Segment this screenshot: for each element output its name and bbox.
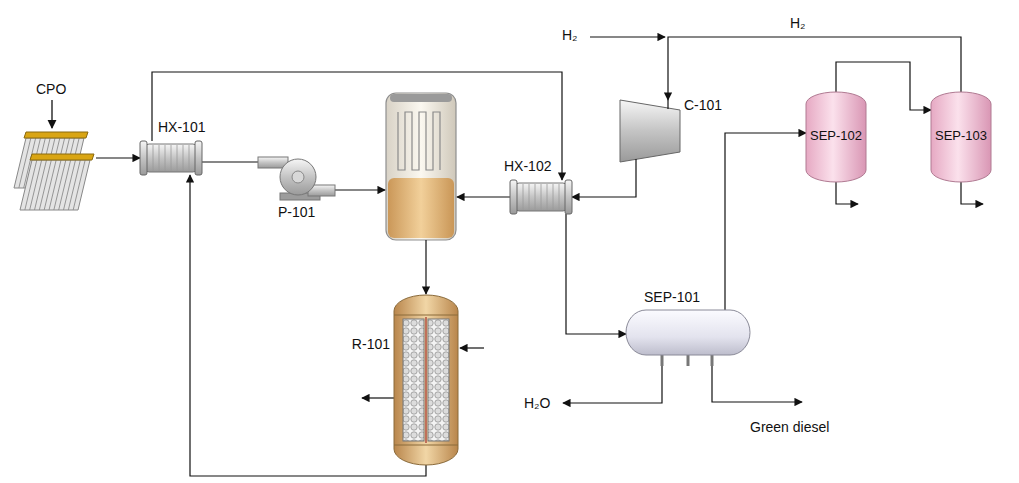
stream-line: [836, 182, 858, 204]
stream-line: [961, 182, 983, 204]
stream-line: [590, 36, 665, 37]
comp-symbol: [620, 100, 680, 162]
stream-connector: [152, 72, 562, 180]
stream-line: [425, 240, 426, 294]
equipment-tag: HX-101: [158, 120, 205, 135]
stream-line: [563, 366, 662, 403]
equipment-tag: C-101: [684, 98, 722, 113]
equipment-tag: HX-102: [504, 159, 551, 174]
product-label: Green diesel: [750, 420, 829, 435]
stream-connector: [190, 175, 426, 476]
equipment-unit: CPO: [12, 130, 96, 212]
stream-line: [457, 196, 510, 197]
hv-symbol: [626, 310, 750, 355]
equipment-unit: P-101: [258, 155, 335, 200]
equipment-unit: SEP-103: [931, 92, 991, 182]
collector-symbol: [12, 130, 96, 212]
equipment-tag: SEP-103: [931, 129, 991, 143]
hx-symbol: [140, 141, 202, 175]
stream-line: [712, 366, 802, 402]
equipment-unit: C-101: [620, 100, 680, 162]
reactor-symbol: [394, 295, 458, 465]
equipment-unit: SEP-101: [626, 310, 750, 355]
equipment-tag: SEP-102: [806, 129, 866, 143]
equipment-tag: P-101: [278, 205, 315, 220]
stream-label: H₂: [562, 28, 578, 43]
equipment-unit: SEP-102: [806, 92, 866, 182]
hx-symbol: [510, 180, 572, 214]
stream-connector: [725, 133, 806, 310]
pump-symbol: [258, 155, 335, 200]
stream-label: H₂O: [524, 396, 550, 411]
feed-arrow: [51, 100, 52, 128]
utility-line: [460, 347, 484, 348]
stream-connector: [566, 214, 626, 334]
stream-connector: [202, 161, 258, 162]
mixing-tank: [386, 93, 456, 240]
utility-line: [362, 397, 394, 398]
stream-label: H₂: [790, 16, 806, 31]
stream-connector: [96, 157, 140, 158]
stream-connector: [572, 162, 636, 197]
equipment-unit: HX-102: [510, 180, 572, 214]
stream-line: [335, 189, 385, 190]
equipment-unit: R-101: [394, 295, 458, 465]
equipment-unit: HX-101: [140, 141, 202, 175]
vessel-nozzles: [662, 354, 712, 366]
stream-connector: [668, 37, 961, 100]
equipment-tag: R-101: [352, 337, 390, 352]
equipment-tag: CPO: [36, 82, 66, 97]
equipment-tag: SEP-101: [644, 290, 700, 305]
